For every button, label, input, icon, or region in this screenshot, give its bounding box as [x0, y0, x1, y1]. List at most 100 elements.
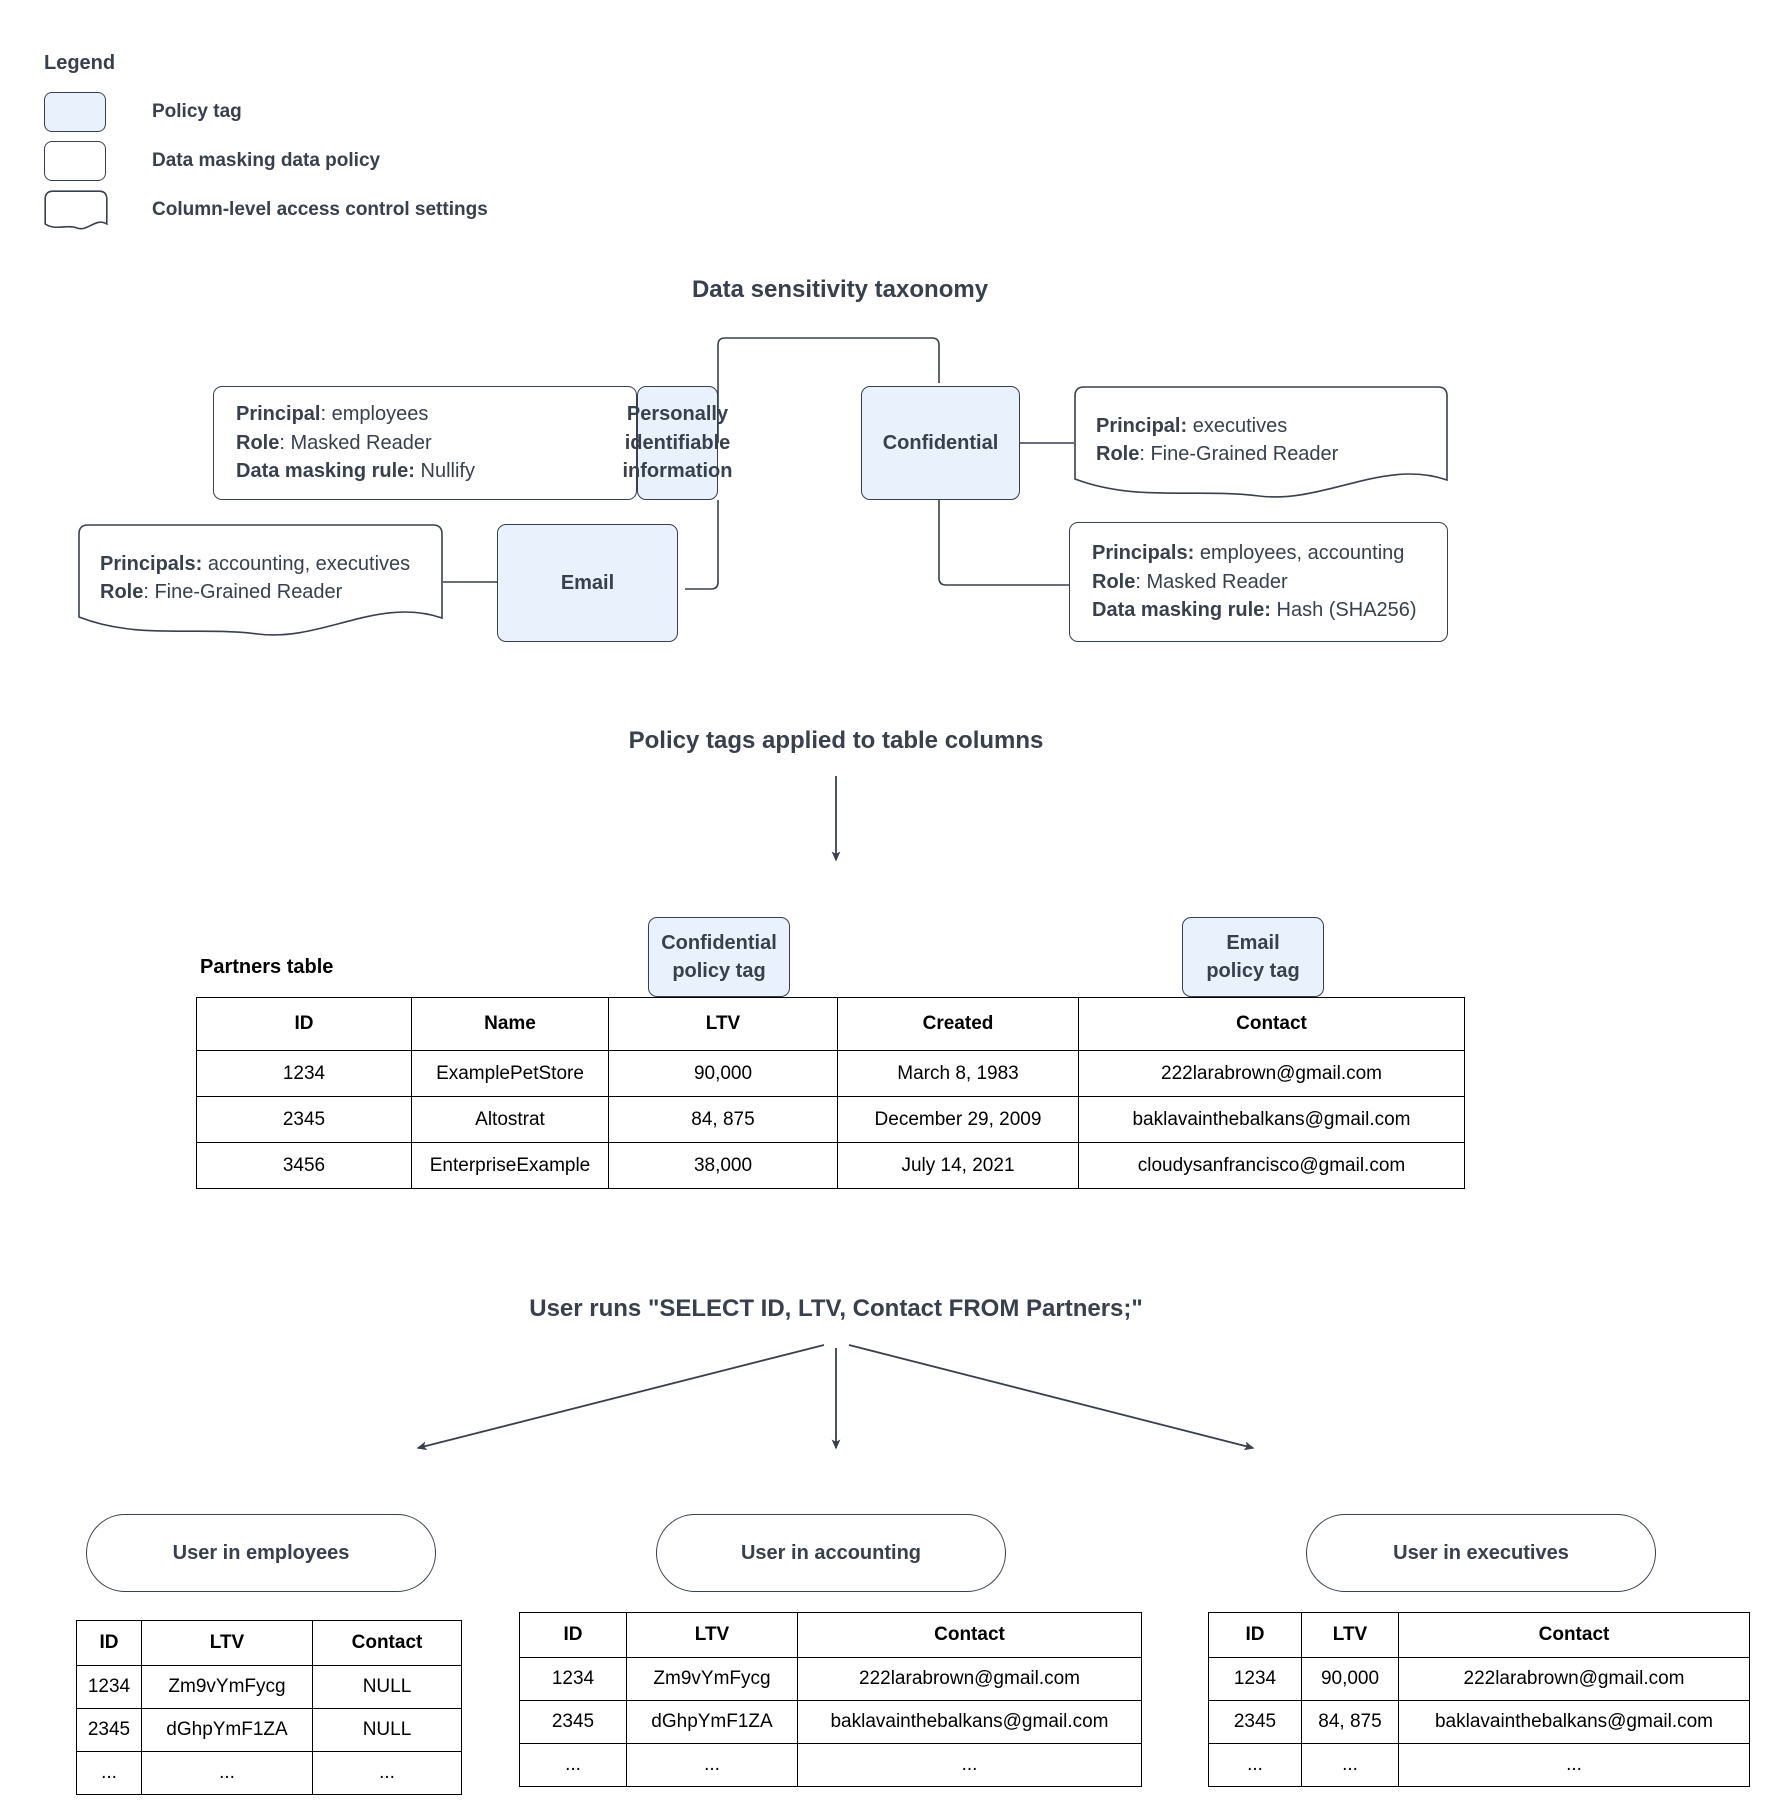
cell: 1234: [1208, 1657, 1302, 1701]
cell: ...: [312, 1751, 462, 1795]
table-row: 1234 Zm9vYmFycg 222larabrown@gmail.com: [519, 1657, 1142, 1701]
column-header: LTV: [141, 1620, 313, 1666]
table-row: 1234 ExamplePetStore 90,000 March 8, 198…: [196, 1050, 1465, 1097]
policy-tag-swatch-icon: [44, 91, 106, 132]
cell: ...: [797, 1743, 1142, 1787]
table-row: 2345 dGhpYmF1ZA baklavainthebalkans@gmai…: [519, 1700, 1142, 1744]
partners-table: ID Name LTV Created Contact 1234 Example…: [196, 997, 1465, 1189]
column-header: ID: [196, 997, 412, 1051]
query-heading: User runs "SELECT ID, LTV, Contact FROM …: [529, 1295, 1143, 1322]
column-header: ID: [519, 1612, 627, 1658]
cell: 2345: [76, 1708, 142, 1752]
policy-tag-confidential[interactable]: Confidential: [861, 386, 1020, 500]
column-header: Created: [837, 997, 1079, 1051]
table-header-row: ID LTV Contact: [519, 1612, 1142, 1658]
column-header: Contact: [1398, 1612, 1750, 1658]
table-row: 2345 dGhpYmF1ZA NULL: [76, 1708, 462, 1752]
column-header: Contact: [1078, 997, 1465, 1051]
policy-key: Data masking rule:: [236, 460, 415, 483]
role-badge-accounting: User in accounting: [656, 1514, 1006, 1592]
column-header: LTV: [608, 997, 838, 1051]
confidential-column-access-node: Principal: executives Role: Fine-Grained…: [1074, 386, 1448, 504]
cell: dGhpYmF1ZA: [141, 1708, 313, 1752]
result-table-employees-wrap: ID LTV Contact 1234 Zm9vYmFycg NULL 2345…: [76, 1620, 462, 1795]
role-label: User in executives: [1393, 1541, 1569, 1564]
policy-value: Fine-Grained Reader: [1150, 443, 1339, 466]
policy-value: executives: [1192, 415, 1288, 437]
result-table-executives: ID LTV Contact 1234 90,000 222larabrown@…: [1208, 1612, 1750, 1787]
confidential-data-masking-policy-node: Principals: employees, accounting Role: …: [1069, 522, 1448, 642]
pii-tag-line: Personally: [626, 403, 729, 426]
table-row: 2345 84, 875 baklavainthebalkans@gmail.c…: [1208, 1700, 1750, 1744]
column-header: LTV: [1301, 1612, 1399, 1658]
pii-data-masking-policy-node: Principal: employees Role: Masked Reader…: [213, 386, 637, 500]
result-table-employees: ID LTV Contact 1234 Zm9vYmFycg NULL 2345…: [76, 1620, 462, 1795]
column-access-swatch-icon: [44, 189, 108, 230]
cell: ...: [626, 1743, 798, 1787]
column-header: Name: [411, 997, 609, 1051]
table-row: ... ... ...: [76, 1751, 462, 1795]
policy-value: Masked Reader: [1146, 570, 1288, 593]
table-row: 3456 EnterpriseExample 38,000 July 14, 2…: [196, 1142, 1465, 1189]
legend: Legend Policy tag Data masking data poli…: [44, 52, 644, 234]
cell: Zm9vYmFycg: [141, 1665, 313, 1709]
column-header: LTV: [626, 1612, 798, 1658]
cell: 90,000: [1301, 1657, 1399, 1701]
data-masking-swatch-icon: [44, 140, 106, 181]
result-table-accounting-wrap: ID LTV Contact 1234 Zm9vYmFycg 222larabr…: [519, 1612, 1142, 1787]
legend-item-label: Data masking data policy: [152, 149, 381, 171]
legend-item-label: Policy tag: [152, 100, 242, 122]
policy-key: Role: [1096, 443, 1140, 466]
column-header: ID: [76, 1620, 142, 1666]
policy-value: Fine-Grained Reader: [154, 581, 343, 604]
cell: 1234: [76, 1665, 142, 1709]
legend-title: Legend: [44, 52, 116, 74]
column-header: ID: [1208, 1612, 1302, 1658]
policy-value: Nullify: [420, 460, 475, 483]
table-row: 1234 90,000 222larabrown@gmail.com: [1208, 1657, 1750, 1701]
table-header-row: ID LTV Contact: [1208, 1612, 1750, 1658]
partners-table-wrap: ID Name LTV Created Contact 1234 Example…: [196, 997, 1465, 1189]
cell: 2345: [1208, 1700, 1302, 1744]
cell: cloudysanfrancisco@gmail.com: [1078, 1142, 1465, 1189]
policy-tag-confidential-applied[interactable]: Confidential policy tag: [648, 917, 790, 997]
cell: 1234: [196, 1050, 412, 1097]
policy-tag-email[interactable]: Email: [497, 524, 678, 642]
tag-line: policy tag: [672, 960, 766, 982]
table-header-row: ID Name LTV Created Contact: [196, 997, 1465, 1051]
taxonomy-heading: Data sensitivity taxonomy: [691, 276, 989, 303]
role-label: User in accounting: [740, 1541, 922, 1564]
policy-key: Principals:: [1092, 542, 1195, 565]
cell: baklavainthebalkans@gmail.com: [1078, 1096, 1465, 1143]
policy-tag-email-applied[interactable]: Email policy tag: [1182, 917, 1324, 997]
policy-key: Role: [236, 431, 280, 454]
cell: 222larabrown@gmail.com: [1398, 1657, 1750, 1701]
policy-key: Role: [1092, 570, 1136, 593]
table-row: ... ... ...: [519, 1743, 1142, 1787]
applied-heading: Policy tags applied to table columns: [628, 727, 1044, 754]
cell: December 29, 2009: [837, 1096, 1079, 1143]
cell: 222larabrown@gmail.com: [797, 1657, 1142, 1701]
cell: ...: [76, 1751, 142, 1795]
policy-tag-pii[interactable]: Personally identifiable information: [623, 386, 733, 500]
legend-item-label: Column-level access control settings: [152, 198, 488, 220]
role-badge-executives: User in executives: [1306, 1514, 1656, 1592]
pii-tag-line: identifiable: [624, 431, 731, 454]
table-row: ... ... ...: [1208, 1743, 1750, 1787]
result-table-accounting: ID LTV Contact 1234 Zm9vYmFycg 222larabr…: [519, 1612, 1142, 1787]
column-header: Contact: [312, 1620, 462, 1666]
policy-sep: :: [1139, 443, 1151, 466]
policy-sep: :: [1135, 570, 1147, 593]
cell: 84, 875: [608, 1096, 838, 1143]
policy-key: Principals:: [100, 553, 203, 575]
email-column-access-node: Principals: accounting, executives Role:…: [78, 524, 443, 642]
cell: 2345: [519, 1700, 627, 1744]
cell: July 14, 2021: [837, 1142, 1079, 1189]
cell: EnterpriseExample: [411, 1142, 609, 1189]
legend-item-column-access-control: Column-level access control settings: [44, 185, 644, 234]
email-tag-label: Email: [560, 571, 615, 594]
policy-value: employees, accounting: [1199, 542, 1405, 565]
cell: 84, 875: [1301, 1700, 1399, 1744]
cell: ...: [1301, 1743, 1399, 1787]
policy-value: accounting, executives: [207, 553, 411, 575]
